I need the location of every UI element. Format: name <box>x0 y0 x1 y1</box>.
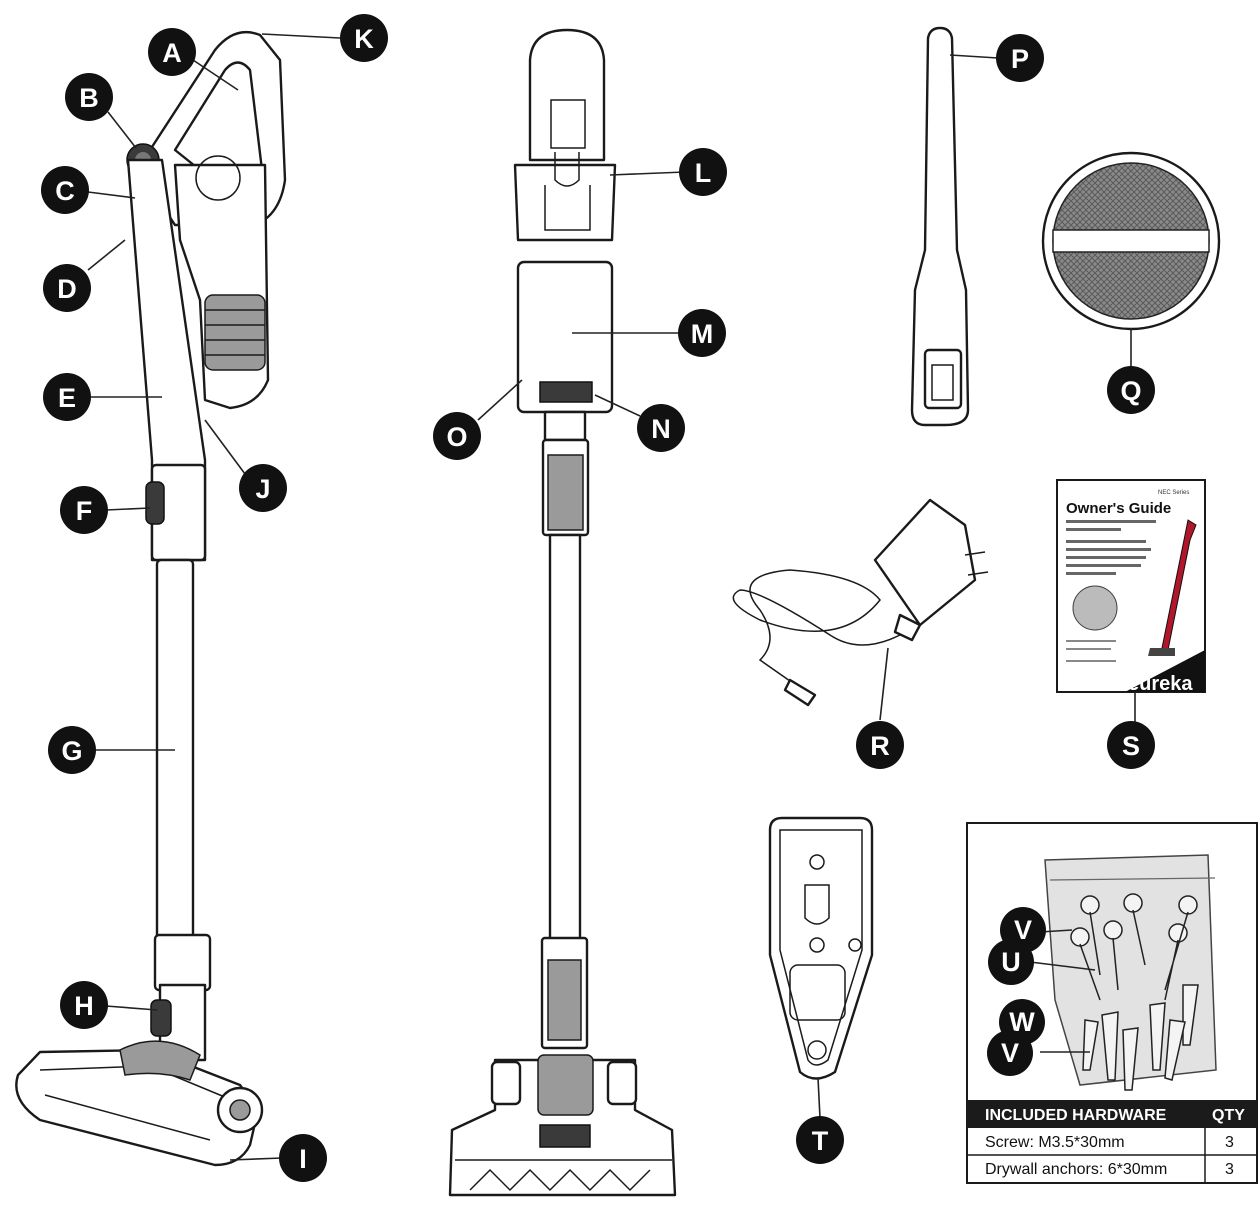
svg-text:F: F <box>76 496 93 526</box>
hardware-header-qty: QTY <box>1212 1107 1245 1124</box>
svg-text:H: H <box>74 991 94 1021</box>
svg-text:T: T <box>812 1126 829 1156</box>
svg-text:P: P <box>1011 44 1029 74</box>
hardware-row: Drywall anchors: 6*30mm 3 <box>985 1161 1234 1178</box>
hardware-row-2-qty: 3 <box>1225 1161 1234 1178</box>
wall-mount <box>768 816 874 1080</box>
callout-p: P <box>996 34 1044 82</box>
svg-text:C: C <box>55 176 75 206</box>
svg-text:R: R <box>870 731 890 761</box>
filter <box>1041 151 1221 331</box>
manual-title: Owner's Guide <box>1066 500 1171 517</box>
hardware-header-item: INCLUDED HARDWARE <box>985 1107 1167 1124</box>
svg-text:J: J <box>255 474 270 504</box>
callout-t: T <box>796 1116 844 1164</box>
hardware-row-1-item: Screw: M3.5*30mm <box>985 1134 1125 1151</box>
svg-text:G: G <box>61 736 82 766</box>
hardware-row-1-qty: 3 <box>1225 1134 1234 1151</box>
owners-guide-booklet: Owner's Guide NEC Series eureka <box>1056 479 1206 695</box>
callout-r: R <box>856 721 904 769</box>
callout-c: C <box>41 166 89 214</box>
svg-text:L: L <box>695 158 712 188</box>
svg-text:M: M <box>691 319 714 349</box>
manual-model: NEC Series <box>1158 490 1189 496</box>
svg-text:S: S <box>1122 731 1140 761</box>
svg-text:N: N <box>651 414 671 444</box>
manual-brand: eureka <box>1128 673 1193 695</box>
callout-s: S <box>1107 721 1155 769</box>
svg-text:D: D <box>57 274 77 304</box>
callout-e: E <box>43 373 91 421</box>
hardware-row: Screw: M3.5*30mm 3 <box>985 1134 1234 1151</box>
crevice-tool <box>910 26 970 427</box>
svg-text:B: B <box>79 83 99 113</box>
svg-text:O: O <box>446 422 467 452</box>
vacuum-front-view <box>448 28 677 1197</box>
svg-text:E: E <box>58 383 76 413</box>
svg-text:I: I <box>299 1144 307 1174</box>
callout-l: L <box>679 148 727 196</box>
svg-text:K: K <box>354 24 374 54</box>
leader-lines <box>87 33 1136 1161</box>
hardware-label-v-top: V <box>1014 915 1032 945</box>
callout-g: G <box>48 726 96 774</box>
callout-b: B <box>65 73 113 121</box>
vacuum-side-view <box>15 30 287 1167</box>
hardware-panel: V U W V INCLUDED HARDWARE QTY Screw: M3.… <box>966 822 1258 1184</box>
hardware-label-v-bottom: V <box>1001 1038 1019 1068</box>
charger <box>732 498 989 707</box>
callout-i: I <box>279 1134 327 1182</box>
hardware-row-2-item: Drywall anchors: 6*30mm <box>985 1161 1167 1178</box>
callout-q: Q <box>1107 366 1155 414</box>
svg-text:A: A <box>162 38 182 68</box>
callout-j: J <box>239 464 287 512</box>
callout-h: H <box>60 981 108 1029</box>
callout-d: D <box>43 264 91 312</box>
hardware-label-u: U <box>1001 947 1021 977</box>
callout-a: A <box>148 28 196 76</box>
svg-text:Q: Q <box>1120 376 1141 406</box>
callout-f: F <box>60 486 108 534</box>
callout-k: K <box>340 14 388 62</box>
callout-n: N <box>637 404 685 452</box>
callout-m: M <box>678 309 726 357</box>
callout-o: O <box>433 412 481 460</box>
